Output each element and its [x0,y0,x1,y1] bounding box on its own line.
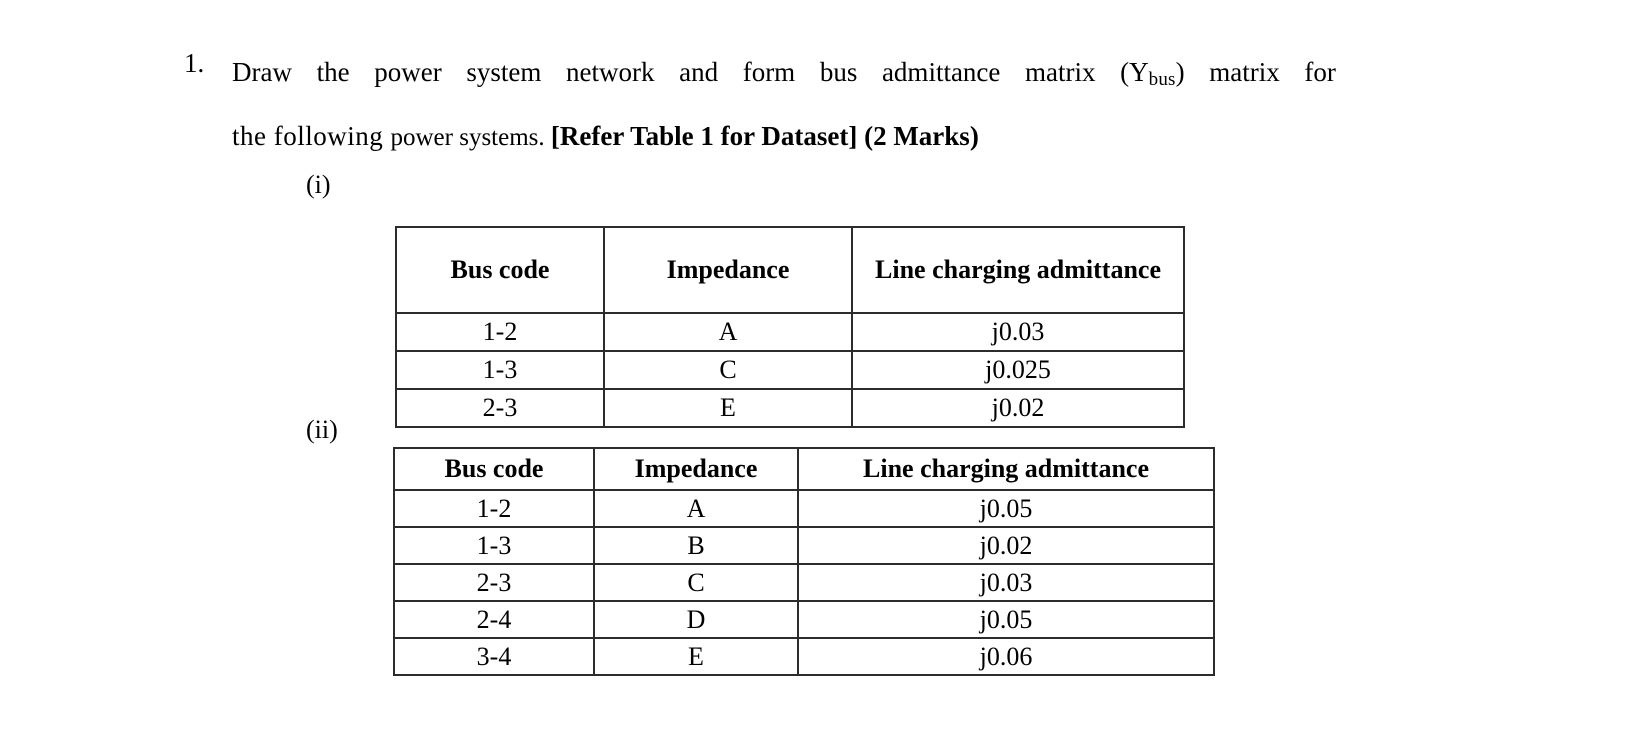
cell-impedance: A [593,489,799,528]
table-row: 2-3 E j0.02 [395,388,1185,428]
cell-line-charging-admittance: j0.02 [797,526,1215,565]
cell-bus-code: 2-3 [393,563,595,602]
cell-line-charging-admittance: j0.025 [851,350,1185,390]
q1-word-network: network [565,57,655,87]
cell-impedance: C [593,563,799,602]
q1-word-matrix: matrix [1025,57,1096,87]
table-header-row: Bus code Impedance Line charging admitta… [393,447,1215,491]
cell-impedance: D [593,600,799,639]
table-i-body: 1-2 A j0.03 1-3 C j0.025 2-3 E j0.02 [395,312,1185,428]
table-row: 3-4 E j0.06 [393,637,1215,676]
cell-bus-code: 2-3 [395,388,605,428]
question-block: 1. Draw the power system network and for… [184,44,1354,166]
header-bus-code: Bus code [395,226,605,314]
table-row: 1-3 C j0.025 [395,350,1185,390]
q1-word-power: power [374,57,442,87]
q2-refer-table-note: [Refer Table 1 for Dataset] (2 Marks) [550,121,979,152]
table-row: 2-3 C j0.03 [393,563,1215,602]
table-ii-head: Bus code Impedance Line charging admitta… [393,447,1215,491]
q2-the-following: the following [232,121,391,152]
ybus-open-paren-y: (Y [1120,57,1149,87]
q1-word-system: system [466,57,542,87]
table-header-row: Bus code Impedance Line charging admitta… [395,226,1185,314]
q1-word-the: the [316,57,350,87]
cell-line-charging-admittance: j0.05 [797,489,1215,528]
q1-word-for: for [1304,57,1336,87]
cell-bus-code: 1-2 [393,489,595,528]
q1-word-draw: Draw [232,57,292,87]
q1-word-and: and [679,57,719,87]
question-line-1: Draw the power system network and form b… [232,44,1336,108]
header-line-charging-admittance: Line charging admittance [851,226,1185,314]
cell-impedance: A [603,312,853,352]
cell-impedance: E [603,388,853,428]
cell-bus-code: 1-3 [393,526,595,565]
q1-word-form: form [742,57,796,87]
table-row: 1-2 A j0.05 [393,489,1215,528]
bus-data-table-ii: Bus code Impedance Line charging admitta… [393,447,1215,676]
table-i-head: Bus code Impedance Line charging admitta… [395,226,1185,314]
table-row: 1-3 B j0.02 [393,526,1215,565]
sub-question-label-ii: (ii) [306,415,338,444]
q2-power-systems: power systems. [390,124,551,152]
ybus-subscript: bus [1148,69,1176,91]
cell-line-charging-admittance: j0.03 [797,563,1215,602]
question-body: Draw the power system network and form b… [232,44,1354,166]
question-number: 1. [184,48,205,78]
question-line-2: the following power systems. [Refer Tabl… [232,108,1354,166]
bus-data-table-i: Bus code Impedance Line charging admitta… [395,226,1185,428]
cell-bus-code: 1-3 [395,350,605,390]
q1-word-matrix-2: matrix [1209,57,1280,87]
header-impedance: Impedance [603,226,853,314]
cell-bus-code: 3-4 [393,637,595,676]
cell-line-charging-admittance: j0.05 [797,600,1215,639]
table-ii-body: 1-2 A j0.05 1-3 B j0.02 2-3 C j0.03 2-4 … [393,489,1215,676]
cell-impedance: C [603,350,853,390]
q1-word-bus: bus [819,57,858,87]
q1-word-admittance: admittance [881,57,1001,87]
ybus-symbol: (Ybus) [1120,44,1185,108]
ybus-close-paren: ) [1175,57,1185,87]
cell-bus-code: 2-4 [393,600,595,639]
cell-impedance: B [593,526,799,565]
cell-bus-code: 1-2 [395,312,605,352]
header-line-charging-admittance: Line charging admittance [797,447,1215,491]
header-impedance: Impedance [593,447,799,491]
cell-impedance: E [593,637,799,676]
cell-line-charging-admittance: j0.03 [851,312,1185,352]
table-row: 1-2 A j0.03 [395,312,1185,352]
sub-question-label-i: (i) [306,170,331,199]
header-bus-code: Bus code [393,447,595,491]
cell-line-charging-admittance: j0.02 [851,388,1185,428]
cell-line-charging-admittance: j0.06 [797,637,1215,676]
table-row: 2-4 D j0.05 [393,600,1215,639]
